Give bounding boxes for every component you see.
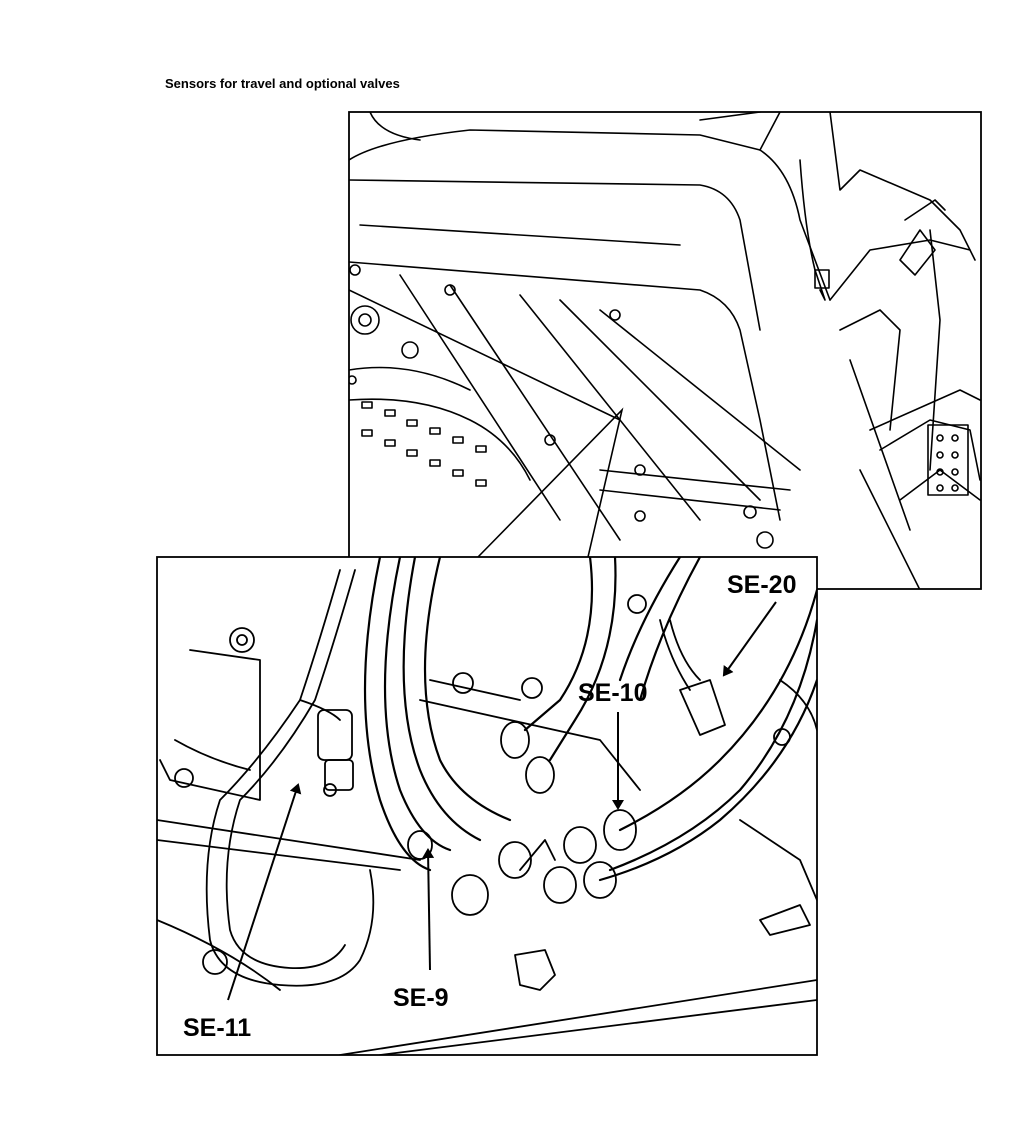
overview-illustration xyxy=(349,112,981,589)
label-se9: SE-9 xyxy=(393,984,449,1012)
detail-frame xyxy=(156,556,818,1056)
hydraulic-hoses xyxy=(363,557,817,882)
bolt-row xyxy=(349,264,774,549)
arrow-se9 xyxy=(422,848,435,971)
hose-fittings xyxy=(407,721,637,916)
detail-illustration xyxy=(157,557,817,1055)
callout-arrows xyxy=(227,601,777,1001)
terminal-block xyxy=(927,424,969,496)
valve-slot-row xyxy=(361,401,487,487)
se20-connector xyxy=(659,619,726,736)
figure-caption: Sensors for travel and optional valves xyxy=(165,76,400,91)
arrow-se20 xyxy=(722,601,777,677)
label-se20: SE-20 xyxy=(727,571,796,599)
arrow-se11 xyxy=(227,783,302,1001)
overview-frame xyxy=(348,111,982,590)
label-se11: SE-11 xyxy=(183,1014,251,1042)
se11-connector xyxy=(317,709,354,797)
zoom-indicator xyxy=(477,407,624,558)
label-se10: SE-10 xyxy=(578,679,647,707)
